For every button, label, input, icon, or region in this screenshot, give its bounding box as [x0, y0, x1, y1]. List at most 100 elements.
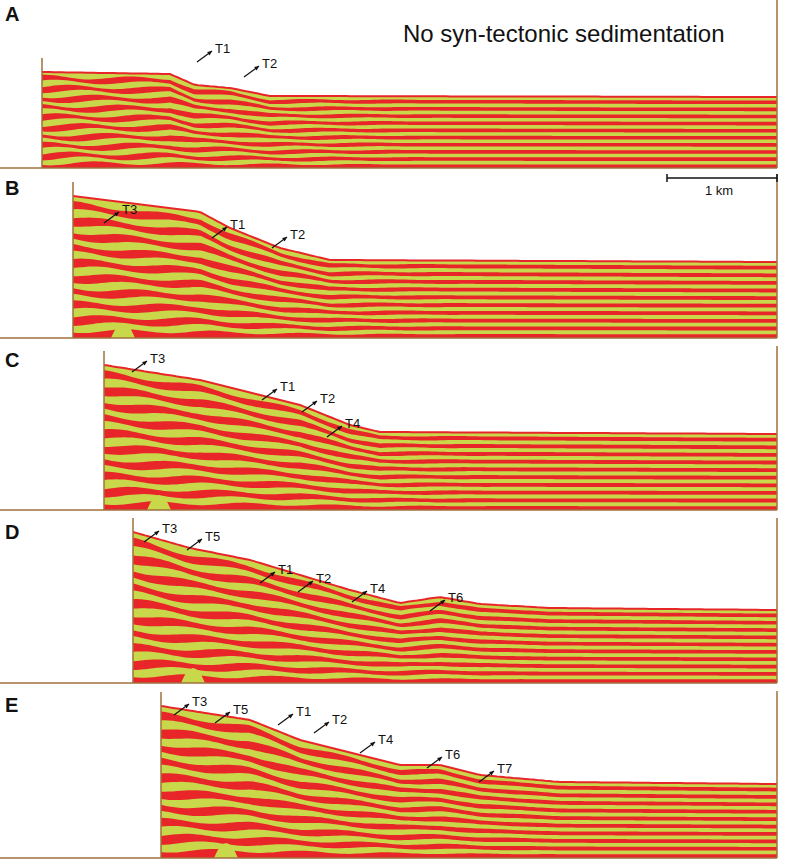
arrow-head — [437, 757, 442, 761]
leader-arrow — [244, 66, 259, 77]
thrust-label: T5 — [205, 530, 220, 543]
arrow-head — [362, 591, 367, 595]
panel-letter: A — [5, 4, 19, 24]
scale-bar — [666, 174, 668, 182]
arrow-head — [184, 704, 189, 708]
thrust-label: T2 — [320, 392, 335, 405]
arrow-head — [272, 389, 277, 393]
moving-wall — [103, 351, 105, 510]
base-line — [0, 509, 777, 511]
leader-arrow — [430, 600, 445, 611]
leader-arrow — [272, 237, 287, 248]
red-layer — [42, 95, 777, 119]
red-layer — [104, 501, 777, 510]
red-layer — [42, 85, 777, 112]
thrust-label: T2 — [332, 713, 347, 726]
sand-wedge — [214, 843, 238, 858]
arrow-head — [142, 361, 147, 365]
scale-label: 1 km — [705, 184, 733, 197]
fixed-wall — [776, 691, 778, 858]
fixed-wall — [776, 518, 778, 683]
thrust-label: T2 — [316, 572, 331, 585]
panel-letter: D — [5, 522, 19, 542]
base-line — [0, 337, 777, 339]
leader-arrow — [215, 712, 230, 723]
sand-layers — [73, 196, 777, 338]
sand-wedge — [147, 495, 171, 510]
arrow-head — [370, 742, 375, 746]
thrust-label: T1 — [215, 42, 230, 55]
arrow-head — [207, 51, 212, 55]
arrow-head — [288, 714, 293, 718]
thrust-label: T7 — [497, 762, 512, 775]
arrow-head — [337, 426, 342, 430]
panel-letter: B — [5, 178, 19, 198]
leader-arrow — [187, 539, 202, 550]
fixed-wall — [776, 346, 778, 510]
sand-wedge — [181, 668, 205, 683]
scale-bar — [776, 174, 778, 182]
panel-title: No syn-tectonic sedimentation — [403, 22, 725, 46]
arrow-head — [197, 539, 202, 543]
arrow-head — [254, 66, 259, 70]
thrust-label: T3 — [122, 203, 137, 216]
thrust-label: T2 — [262, 57, 277, 70]
moving-wall — [160, 692, 162, 858]
model-body — [161, 706, 777, 858]
red-layer — [42, 133, 777, 147]
thrust-label: T3 — [150, 352, 165, 365]
thrust-label: T4 — [378, 733, 393, 746]
arrow-head — [154, 531, 159, 535]
arrow-head — [222, 227, 227, 231]
moving-wall — [41, 58, 43, 168]
leader-arrow — [144, 531, 159, 542]
red-layer — [104, 429, 777, 472]
panel-letter: C — [5, 350, 19, 370]
model-body — [104, 365, 777, 510]
leader-arrow — [197, 51, 212, 62]
red-layer — [73, 315, 777, 331]
thrust-label: T2 — [290, 228, 305, 241]
panel-letter: E — [5, 695, 18, 715]
red-layer — [133, 674, 777, 683]
red-layer — [133, 537, 777, 617]
leader-arrow — [104, 212, 119, 223]
surface — [73, 196, 777, 262]
leader-arrow — [298, 581, 313, 592]
arrow-head — [282, 237, 287, 241]
model-body — [42, 72, 777, 168]
leader-arrow — [479, 771, 494, 782]
leader-arrow — [360, 742, 375, 753]
red-layer — [73, 233, 777, 284]
model-body — [133, 532, 777, 683]
sand-wedge — [111, 323, 135, 338]
thrust-label: T6 — [445, 748, 460, 761]
sand-layers — [133, 532, 777, 683]
leader-arrow — [427, 757, 442, 768]
leader-arrow — [174, 704, 189, 715]
leader-arrow — [262, 389, 277, 400]
arrow-head — [312, 401, 317, 405]
sand-layers — [161, 706, 777, 858]
thrust-label: T1 — [230, 218, 245, 231]
red-layer — [42, 161, 777, 168]
arrow-head — [440, 600, 445, 604]
leader-arrow — [278, 714, 293, 725]
leader-arrow — [212, 227, 227, 238]
thrust-label: T6 — [448, 591, 463, 604]
leader-arrow — [260, 572, 275, 583]
surface — [161, 706, 777, 784]
model-body — [73, 196, 777, 338]
red-layer — [73, 329, 777, 338]
thrust-label: T3 — [162, 522, 177, 535]
base-line — [0, 167, 777, 169]
fixed-wall — [776, 174, 778, 338]
arrow-head — [308, 581, 313, 585]
fixed-wall — [776, 0, 778, 168]
moving-wall — [132, 518, 134, 683]
arrow-head — [489, 771, 494, 775]
leader-arrow — [132, 361, 147, 372]
thrust-label: T4 — [345, 417, 360, 430]
leader-arrow — [314, 722, 329, 733]
